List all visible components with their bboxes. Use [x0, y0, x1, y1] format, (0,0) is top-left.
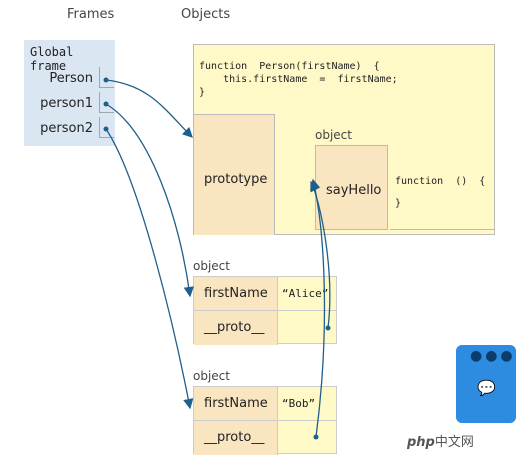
arrow-person-to-function	[105, 79, 193, 138]
php-logo-text: 中文网	[434, 435, 474, 450]
say-hello-code: function () { }	[395, 171, 485, 215]
arrow-person1-to-alice	[105, 103, 194, 298]
person-function-object: function Person(firstName) { this.firstN…	[193, 44, 495, 235]
chat-bubble-icon: 💬	[477, 379, 496, 397]
code-line-1: function Person(firstName) {	[199, 61, 380, 72]
frames-header: Frames	[67, 7, 115, 22]
bob-proto-key: __proto__	[194, 421, 278, 455]
person-function-code: function Person(firstName) { this.firstN…	[199, 60, 398, 99]
php-logo-prefix: php	[407, 435, 435, 450]
say-hello-value-cell: function () { }	[390, 145, 494, 230]
code-line-2: this.firstName = firstName;	[199, 74, 398, 85]
bob-firstname-value: “Bob”	[278, 387, 336, 421]
alice-proto-pointer-cell	[278, 311, 336, 345]
global-frame: Global frame Person person1 person2	[24, 40, 115, 146]
alice-object-label: object	[193, 259, 230, 273]
var-person: Person	[49, 71, 93, 86]
global-frame-title: Global frame	[30, 45, 74, 73]
prototype-label: prototype	[204, 172, 268, 187]
code-line-3: }	[199, 87, 206, 98]
prototype-key-cell: prototype	[194, 114, 275, 235]
bob-object-label: object	[193, 369, 230, 383]
widget-dots-icon: ●●●	[470, 348, 516, 364]
var-person2-pointer-cell	[99, 117, 114, 138]
say-hello-code-line-2: }	[395, 198, 402, 209]
var-person1-pointer-cell	[99, 92, 114, 113]
arrow-person2-to-bob	[105, 128, 194, 410]
var-person-pointer-cell	[99, 67, 114, 88]
chat-widget[interactable]: ●●● 💬	[456, 345, 516, 423]
prototype-object-label: object	[315, 128, 352, 142]
objects-header: Objects	[181, 7, 231, 22]
say-hello-key-cell: sayHello	[315, 145, 388, 230]
say-hello-code-line-1: function () {	[395, 176, 486, 187]
alice-firstname-value: “Alice”	[278, 277, 336, 311]
alice-firstname-key: firstName	[194, 277, 278, 311]
bob-firstname-key: firstName	[194, 387, 278, 421]
var-person1: person1	[40, 96, 93, 111]
say-hello-label: sayHello	[326, 183, 382, 198]
php-logo: php中文网	[407, 431, 474, 450]
alice-object: firstName “Alice” __proto__	[193, 276, 337, 345]
alice-proto-key: __proto__	[194, 311, 278, 345]
bob-proto-pointer-cell	[278, 421, 336, 455]
bob-object: firstName “Bob” __proto__	[193, 386, 337, 455]
var-person2: person2	[40, 121, 93, 136]
